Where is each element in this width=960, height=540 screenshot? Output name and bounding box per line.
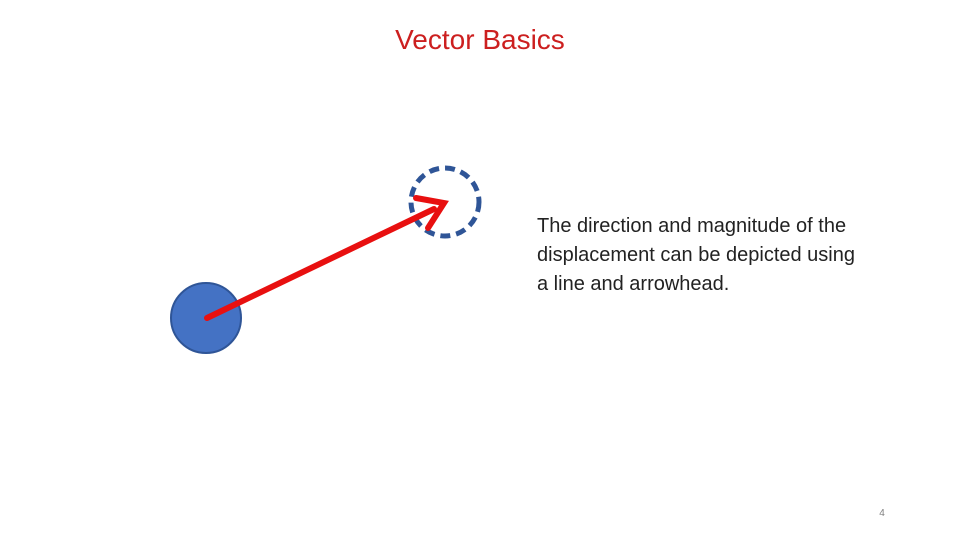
end-position-dashed-circle bbox=[408, 165, 482, 239]
page-number: 4 bbox=[879, 508, 885, 519]
slide-title: Vector Basics bbox=[395, 24, 565, 55]
explanation-text: The direction and magnitude of the displ… bbox=[537, 215, 855, 295]
vector-arrowhead bbox=[413, 195, 449, 231]
vector-arrow-line bbox=[204, 206, 437, 321]
